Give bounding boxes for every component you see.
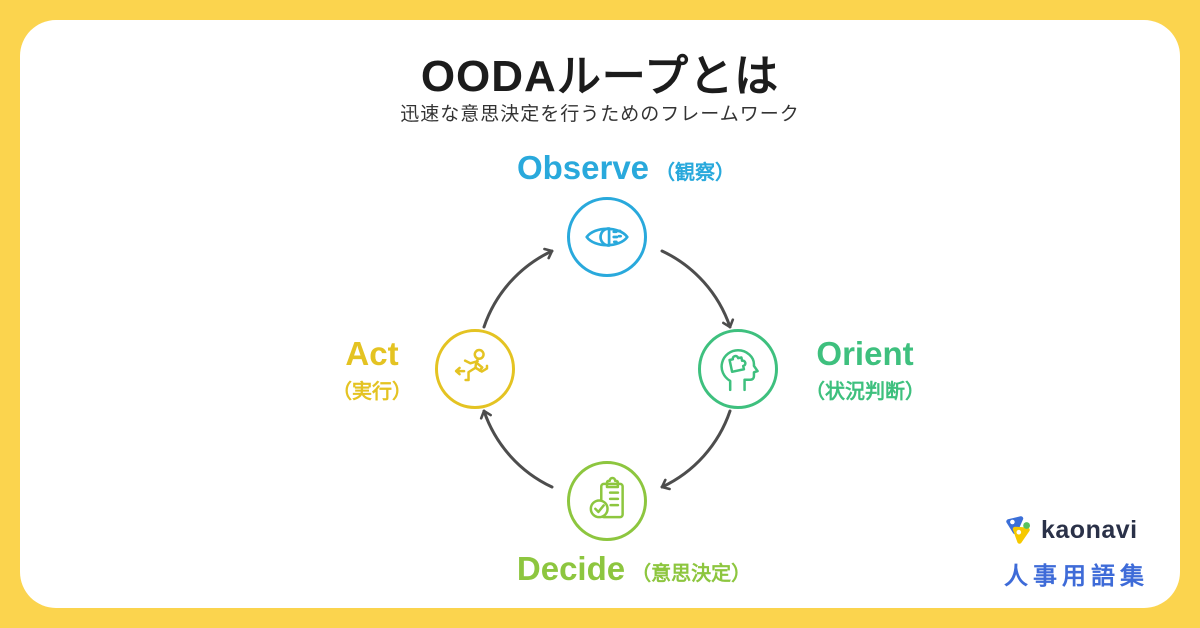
observe-label: Observe （観察） (517, 150, 844, 186)
head-puzzle-icon (720, 349, 759, 392)
page-subtitle: 迅速な意思決定を行うためのフレームワーク (400, 104, 800, 125)
decide-node (567, 461, 647, 541)
runner-icon (454, 348, 489, 382)
act-label: Act （実行） (332, 336, 452, 404)
observe-label-jp: （観察） (655, 162, 736, 184)
act-node (435, 329, 515, 409)
orient-label-en: Orient (816, 335, 914, 372)
series-title: 人事用語集 (1004, 563, 1149, 590)
orient-node (698, 329, 778, 409)
orient-label: Orient （状況判断） (805, 336, 985, 404)
decide-label-en: Decide (516, 550, 626, 587)
decide-label: Decide （意思決定） (517, 551, 868, 587)
orient-label-jp: （状況判断） (805, 380, 925, 403)
observe-label-en: Observe (516, 149, 650, 186)
brand-footer: kaonavi 人事用語集 (1004, 514, 1149, 591)
decide-label-jp: （意思決定） (631, 563, 752, 585)
page-title: OODAループとは (420, 52, 780, 101)
brand-row: kaonavi (1004, 514, 1149, 546)
observe-node (567, 197, 647, 277)
act-label-en: Act (345, 335, 399, 372)
brand-name: kaonavi (1041, 515, 1138, 544)
eye-icon (585, 227, 629, 247)
clipboard-check-icon (589, 476, 624, 519)
act-label-jp: （実行） (332, 380, 412, 403)
kaonavi-logo-icon (1006, 516, 1030, 544)
